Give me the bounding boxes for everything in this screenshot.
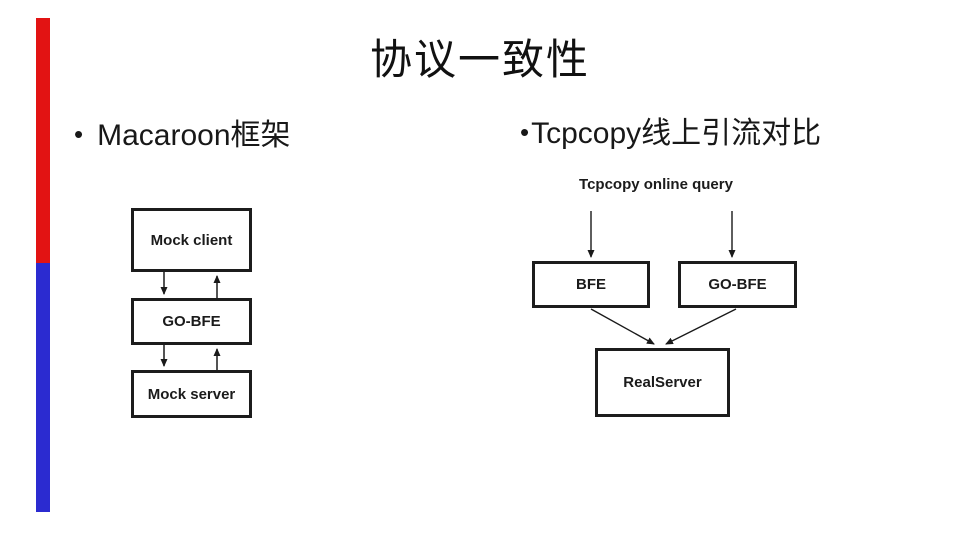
arrow-bfe-to-realserver xyxy=(590,308,655,345)
bullet-icon: • xyxy=(520,117,530,147)
tcpcopy-section-heading: •Tcpcopy线上引流对比 xyxy=(520,108,821,152)
macaroon-heading-text: Macaroon框架 xyxy=(97,119,291,152)
tcpcopy-heading-text: Tcpcopy线上引流对比 xyxy=(531,117,822,150)
box-go-bfe-right: GO-BFE xyxy=(678,261,797,308)
accent-bar-red xyxy=(36,18,50,263)
box-bfe: BFE xyxy=(532,261,650,308)
page-title: 协议一致性 xyxy=(369,35,590,84)
arrow-gobfe-to-realserver xyxy=(665,308,737,345)
accent-bar-blue xyxy=(36,263,50,512)
box-mock-server: Mock server xyxy=(131,370,252,418)
box-mock-client: Mock client xyxy=(131,208,252,272)
tcpcopy-online-query-label: Tcpcopy online query xyxy=(579,176,733,193)
box-go-bfe-left: GO-BFE xyxy=(131,298,252,345)
bullet-icon: • xyxy=(74,119,84,149)
macaroon-section-heading: • Macaroon框架 xyxy=(74,110,291,154)
box-realserver: RealServer xyxy=(595,348,730,417)
